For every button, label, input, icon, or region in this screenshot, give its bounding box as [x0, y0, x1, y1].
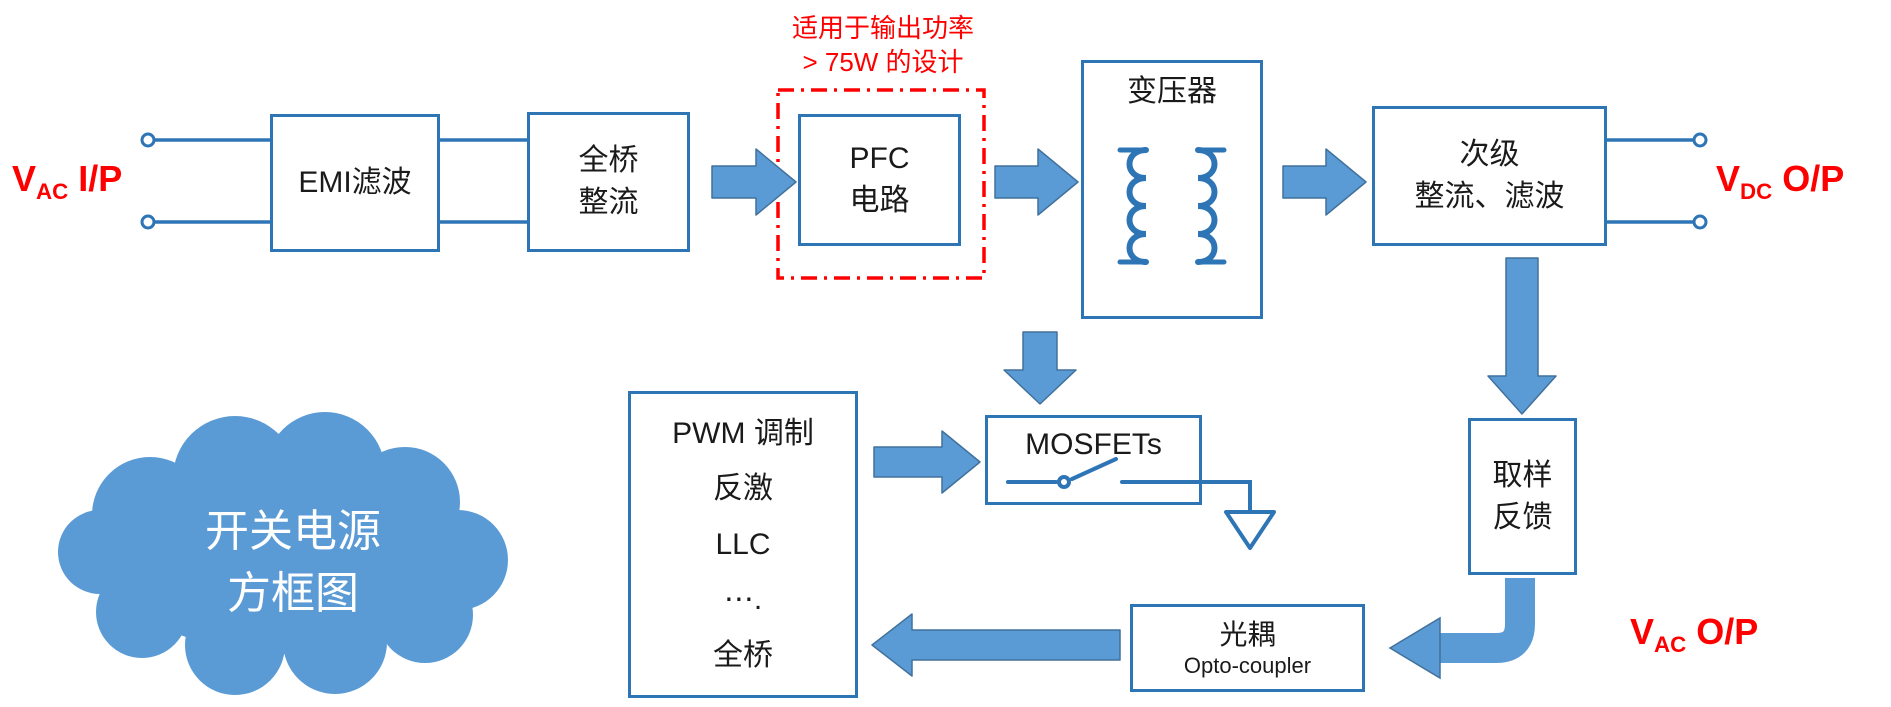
wires [154, 138, 1694, 224]
mosfet-switch-icon [1006, 457, 1204, 489]
cloud-title: 开关电源 方框图 [93, 478, 493, 648]
mosfets-label: MOSFETs [1025, 428, 1162, 461]
vdc-output-v: V [1716, 158, 1741, 199]
pwm-line2: 反激 [713, 472, 773, 506]
sampling-line2: 反馈 [1492, 500, 1553, 534]
pfc-annotation-line1: 适用于输出功率 [791, 13, 974, 43]
secondary-rectifier-block: 次级 整流、滤波 [1372, 106, 1607, 246]
secondary-line2: 整流、滤波 [1414, 180, 1565, 213]
opto-coupler-line2: Opto-coupler [1183, 652, 1312, 678]
vac-input-v: V [12, 158, 37, 199]
secondary-line1: 次级 [1459, 138, 1520, 171]
arrow-secondary-to-sampling [1487, 257, 1557, 415]
arrow-opto-to-pwm [871, 613, 1121, 677]
bridge-rectifier-line1: 全桥 [578, 144, 639, 177]
bridge-rectifier-line2: 整流 [578, 186, 639, 219]
pwm-line4: ⋯. [723, 583, 763, 617]
sampling-feedback-block: 取样 反馈 [1468, 418, 1577, 575]
pfc-annotation: 适用于输出功率 > 75W 的设计 [758, 12, 1008, 80]
bridge-rectifier-block: 全桥 整流 [527, 112, 690, 252]
cloud-title-line1: 开关电源 [205, 507, 381, 557]
pfc-block: PFC 电路 [798, 114, 961, 246]
opto-coupler-line1: 光耦 [1219, 618, 1276, 650]
pfc-line1: PFC [849, 142, 910, 175]
pfc-line2: 电路 [849, 184, 910, 217]
transformer-coils-icon [1117, 147, 1227, 265]
mosfets-block: MOSFETs [985, 415, 1202, 505]
emi-filter-block: EMI滤波 [270, 114, 440, 252]
vac-output-v: V [1630, 611, 1655, 652]
cloud-title-line2: 方框图 [227, 569, 359, 618]
transformer-label: 变压器 [1127, 75, 1217, 108]
transformer-block: 变压器 [1081, 60, 1263, 319]
cloud-shape [58, 412, 508, 695]
opto-coupler-block: 光耦 Opto-coupler [1130, 604, 1365, 692]
vdc-output-suffix: O/P [1772, 158, 1845, 199]
pwm-line5: 全桥 [713, 638, 773, 672]
flow-arrows [711, 148, 1557, 677]
input-terminal-bottom-icon [140, 214, 156, 230]
arrow-pfc-to-transformer [994, 148, 1079, 216]
vac-input-label: VAC I/P [12, 157, 122, 214]
arrow-transformer-to-secondary [1282, 148, 1367, 216]
pwm-controller-block: PWM 调制 反激 LLC ⋯. 全桥 [628, 391, 858, 698]
vdc-output-label: VDC O/P [1716, 157, 1844, 214]
output-terminal-bottom-icon [1692, 214, 1708, 230]
pwm-line3: LLC [715, 527, 771, 561]
arrow-sampling-to-opto [1388, 578, 1535, 680]
sampling-line1: 取样 [1492, 458, 1553, 492]
vac-output-label: VAC O/P [1630, 610, 1758, 667]
vac-input-sub: AC [36, 179, 69, 205]
arrow-transformer-to-mosfets [1003, 331, 1077, 405]
terminal-circles [140, 132, 1708, 230]
vdc-output-sub: DC [1740, 179, 1773, 205]
output-terminal-top-icon [1692, 132, 1708, 148]
vac-output-suffix: O/P [1686, 611, 1759, 652]
ground-symbol-icon [1202, 480, 1276, 550]
pwm-line1: PWM 调制 [672, 416, 814, 450]
vac-input-suffix: I/P [68, 158, 123, 199]
input-terminal-top-icon [140, 132, 156, 148]
arrow-bridge-to-pfc [711, 148, 797, 216]
emi-filter-label: EMI滤波 [298, 166, 412, 199]
vac-output-sub: AC [1654, 632, 1687, 658]
arrow-pwm-to-mosfets [873, 430, 981, 494]
pfc-annotation-line2: > 75W 的设计 [802, 46, 964, 77]
